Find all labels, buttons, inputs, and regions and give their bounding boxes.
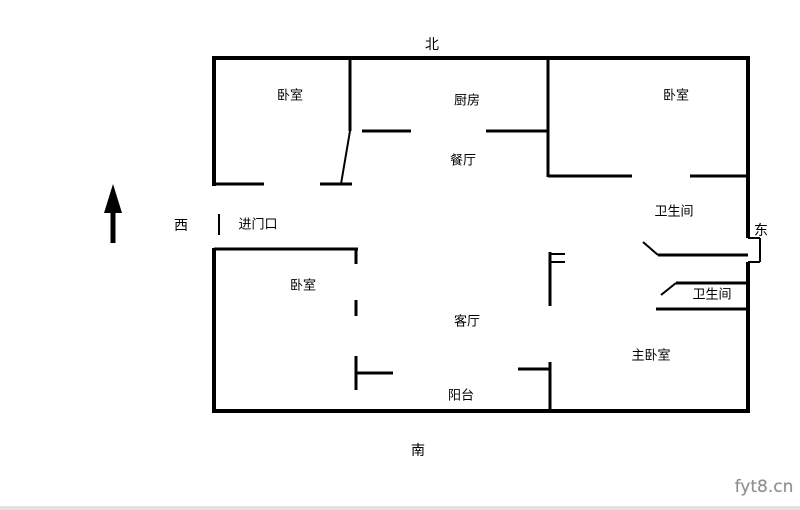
center-divider-jamb xyxy=(550,253,565,263)
compass-east-label: 东 xyxy=(754,223,768,239)
compass-west-label: 西 xyxy=(174,218,188,234)
room-label-bathroom-upper: 卫生间 xyxy=(654,204,694,220)
room-label-bedroom-lower-left: 卧室 xyxy=(289,278,317,294)
room-label-bedroom-top-right: 卧室 xyxy=(662,88,690,104)
room-label-entrance: 进门口 xyxy=(238,217,278,233)
room-label-dining: 餐厅 xyxy=(449,153,477,169)
bottom-edge-strip xyxy=(0,506,800,510)
balcony-walls xyxy=(354,356,549,390)
bathroom-right-door xyxy=(660,282,677,296)
watermark-text: fyt8.cn xyxy=(734,477,794,497)
compass-south-label: 南 xyxy=(411,443,425,459)
kitchen-walls xyxy=(362,58,550,177)
room-label-balcony: 阳台 xyxy=(447,388,475,404)
north-arrow-icon xyxy=(104,184,122,243)
outer-walls xyxy=(212,56,750,413)
room-label-living: 客厅 xyxy=(453,314,481,330)
east-bay xyxy=(748,237,761,263)
bathroom-upper-door xyxy=(642,241,659,256)
room-label-bedroom-top-left: 卧室 xyxy=(276,88,304,104)
bedroom-top-left-walls xyxy=(214,58,352,186)
room-label-master-bedroom: 主卧室 xyxy=(631,348,671,364)
bedroom-top-left-door xyxy=(340,130,351,185)
room-label-kitchen: 厨房 xyxy=(453,93,481,109)
bathroom-right-walls xyxy=(656,281,748,311)
compass-north-label: 北 xyxy=(425,37,439,53)
bedroom-lower-left-walls xyxy=(214,247,358,316)
room-label-bathroom-right: 卫生间 xyxy=(692,287,732,303)
